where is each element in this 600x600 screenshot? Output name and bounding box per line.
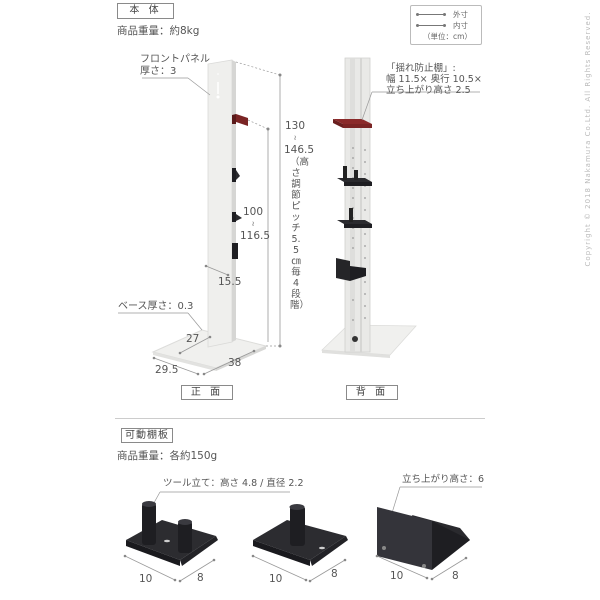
pole-width-dimension: 15.5 — [218, 276, 242, 288]
total-height-dimension: 130 ≀ 146.5 — [284, 120, 315, 156]
base-width-dimension: 38 — [228, 357, 242, 369]
base-depth-dimension: 29.5 — [155, 364, 179, 376]
inner-height-dimension: 100 ≀ 116.5 — [240, 206, 271, 242]
legend-unit: （単位：cm） — [423, 32, 472, 41]
shelf1-depth-dimension: 8 — [197, 572, 204, 584]
base-inner-dimension: 27 — [186, 333, 200, 345]
shelf2-width-dimension: 10 — [269, 573, 283, 585]
main-body-section-label: 本 体 — [117, 3, 174, 19]
back-view-stand-illustration — [321, 57, 417, 358]
front-view-label: 正 面 — [181, 385, 233, 400]
double-pin-shelf-illustration — [126, 501, 218, 566]
outer-dimension-line-icon — [416, 12, 446, 16]
movable-shelf-weight: 商品重量：各約150g — [117, 450, 218, 462]
tool-stand-note: ツール立て：高さ 4.8 / 直径 2.2 — [163, 478, 304, 489]
section-divider — [115, 418, 485, 419]
front-view-stand-illustration — [151, 59, 268, 371]
main-body-weight: 商品重量：約8kg — [117, 25, 200, 37]
single-pin-shelf-illustration — [253, 504, 348, 566]
box-shelf-illustration — [377, 507, 470, 570]
shelf3-depth-dimension: 8 — [452, 570, 459, 582]
legend-outer: 外寸 — [453, 10, 468, 19]
shelf1-width-dimension: 10 — [139, 573, 153, 585]
back-view-label: 背 面 — [346, 385, 398, 400]
base-thickness-note: ベース厚さ：0.3 — [118, 301, 194, 312]
height-pitch-note: （高さ調節ピッチ5.5㎝毎 4段階） — [290, 157, 310, 311]
dimension-legend: 外寸 内寸 （単位：cm） — [410, 5, 482, 45]
shelf2-depth-dimension: 8 — [331, 568, 338, 580]
rise-height-note: 立ち上がり高さ：6 — [402, 474, 485, 485]
shelf3-width-dimension: 10 — [390, 570, 404, 582]
movable-shelf-section-label: 可動棚板 — [121, 428, 173, 443]
legend-inner: 内寸 — [453, 21, 468, 30]
inner-dimension-line-icon — [416, 23, 446, 27]
front-panel-note: フロントパネル 厚さ：3 — [140, 54, 210, 77]
anti-sway-shelf-note: 「揺れ防止棚」: 幅 11.5× 奥行 10.5× 立ち上がり高さ 2.5 — [386, 63, 482, 96]
